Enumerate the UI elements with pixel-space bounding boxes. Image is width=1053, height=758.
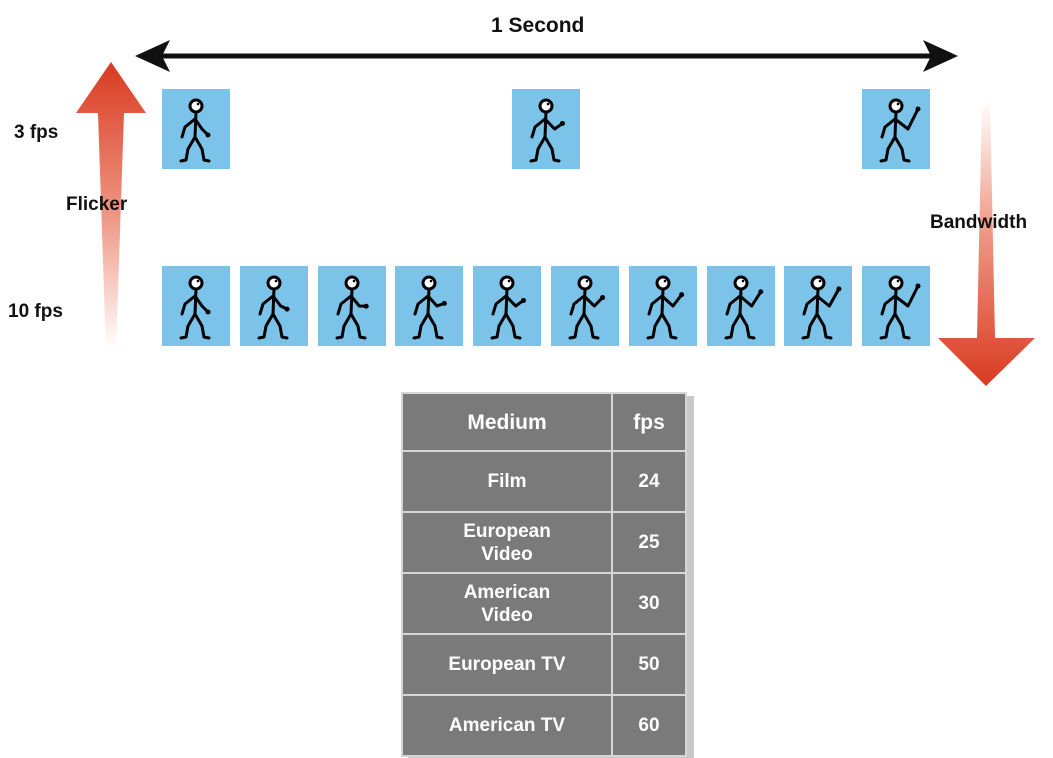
stick-figure-icon: [646, 275, 684, 340]
animation-frame: [395, 266, 464, 346]
animation-frame: [162, 89, 230, 169]
animation-frame: [512, 89, 580, 169]
frame-rate-table: Medium fps Film 24 European Video 25 Ame…: [401, 392, 687, 757]
bandwidth-label: Bandwidth: [930, 212, 1028, 233]
table-header-row: Medium fps: [401, 392, 687, 452]
flicker-up-arrow: [76, 62, 146, 350]
table-row: American Video 30: [401, 572, 687, 635]
one-second-label: 1 Second: [491, 14, 585, 37]
fps-cell: 30: [611, 572, 687, 635]
row-label-3fps: 3 fps: [14, 122, 59, 143]
stick-figure-icon: [568, 275, 606, 340]
animation-frame: [162, 266, 230, 346]
animation-frame: [862, 89, 930, 169]
row-label-10fps: 10 fps: [8, 301, 63, 322]
medium-cell: American TV: [401, 694, 613, 757]
animation-frame: [784, 266, 853, 346]
animation-frame: [706, 266, 775, 346]
medium-cell: Film: [401, 450, 613, 513]
stick-figure-icon: [257, 275, 290, 340]
fps-cell: 24: [611, 450, 687, 513]
animation-frame: [317, 266, 386, 346]
stick-figure-icon: [490, 275, 527, 340]
animation-frame: [473, 266, 542, 346]
medium-cell: American Video: [401, 572, 613, 635]
medium-cell: European Video: [401, 511, 613, 574]
stick-figure-icon: [879, 275, 921, 340]
table-row: European TV 50: [401, 633, 687, 696]
fps-cell: 60: [611, 694, 687, 757]
animation-frame: [239, 266, 308, 346]
fps-cell: 50: [611, 633, 687, 696]
stick-figure-icon: [179, 275, 211, 340]
stick-figure-icon: [724, 275, 763, 340]
medium-cell: European TV: [401, 633, 613, 696]
bandwidth-down-arrow: [938, 100, 1035, 386]
one-second-arrow: [135, 40, 958, 72]
stick-figure-icon: [801, 275, 842, 340]
animation-frame: [551, 266, 619, 346]
stick-figure-icon: [879, 98, 921, 163]
column-header-fps: fps: [611, 392, 687, 452]
animation-frame: [862, 266, 931, 346]
stick-figure-icon: [335, 275, 369, 340]
table-row: European Video 25: [401, 511, 687, 574]
table-row: American TV 60: [401, 694, 687, 757]
stick-figure-icon: [179, 98, 211, 163]
fps-cell: 25: [611, 511, 687, 574]
column-header-medium: Medium: [401, 392, 613, 452]
stick-figure-icon: [529, 98, 565, 163]
table-row: Film 24: [401, 450, 687, 513]
flicker-label: Flicker: [66, 194, 128, 215]
stick-figure-icon: [412, 275, 448, 340]
animation-frame: [628, 266, 697, 346]
